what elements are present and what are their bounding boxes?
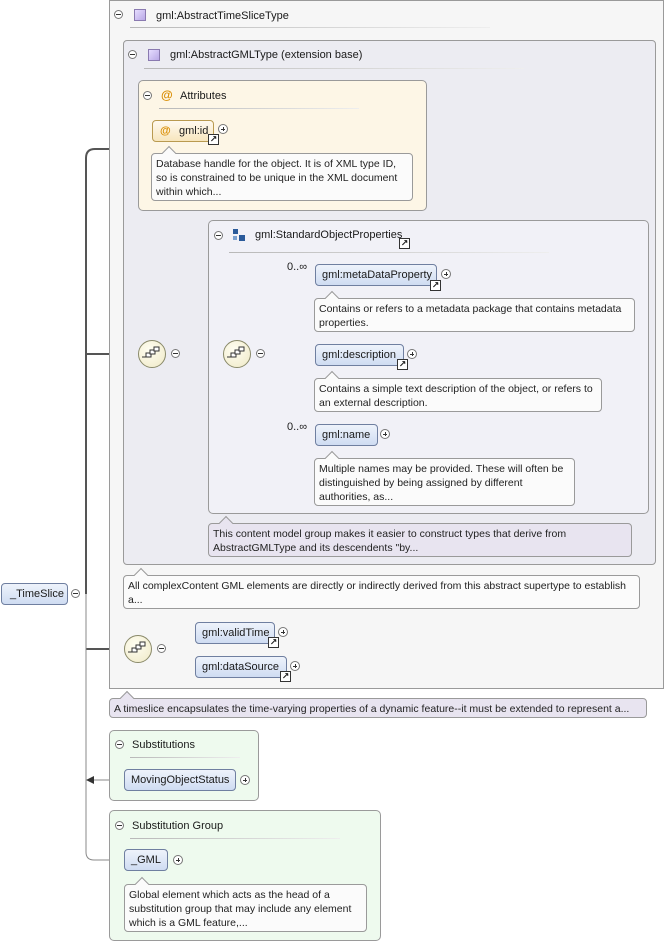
element-name: gml:description bbox=[322, 349, 396, 361]
collapse-toggle[interactable] bbox=[143, 91, 152, 100]
cardinality-label: 0..∞ bbox=[287, 421, 308, 433]
root-element-doc: A timeslice encapsulates the time-varyin… bbox=[109, 698, 647, 718]
expand-plus-icon[interactable] bbox=[407, 349, 417, 359]
link-arrow-icon[interactable]: ↗ bbox=[399, 238, 410, 249]
element-doc: Contains or refers to a metadata package… bbox=[314, 298, 635, 332]
complex-type-icon bbox=[134, 9, 146, 21]
substitution-head-doc: Global element which acts as the head of… bbox=[124, 884, 367, 932]
collapse-toggle[interactable] bbox=[171, 349, 180, 358]
header-divider bbox=[130, 27, 490, 28]
header-divider bbox=[229, 252, 549, 253]
link-arrow-icon[interactable]: ↗ bbox=[268, 637, 279, 648]
element-doc: Multiple names may be provided. These wi… bbox=[314, 458, 575, 506]
base-type-doc: All complexContent GML elements are dire… bbox=[123, 575, 640, 609]
header-divider bbox=[130, 757, 240, 758]
expand-plus-icon[interactable] bbox=[290, 661, 300, 671]
expand-plus-icon[interactable] bbox=[380, 429, 390, 439]
element-name: gml:dataSource bbox=[202, 661, 280, 673]
link-arrow-icon[interactable]: ↗ bbox=[208, 134, 219, 145]
type-name: gml:AbstractTimeSliceType bbox=[156, 10, 289, 22]
element-data-source[interactable]: gml:dataSource bbox=[195, 656, 287, 678]
element-valid-time[interactable]: gml:validTime bbox=[195, 622, 275, 644]
group-name: gml:StandardObjectProperties bbox=[255, 229, 403, 241]
collapse-toggle[interactable] bbox=[157, 644, 166, 653]
element-name: _TimeSlice bbox=[10, 588, 64, 600]
expand-plus-icon[interactable] bbox=[218, 124, 228, 134]
link-arrow-icon[interactable]: ↗ bbox=[280, 671, 291, 682]
header-divider bbox=[144, 68, 524, 69]
expand-plus-icon[interactable] bbox=[173, 855, 183, 865]
sequence-compositor-icon[interactable] bbox=[124, 635, 152, 663]
collapse-toggle[interactable] bbox=[256, 349, 265, 358]
group-icon bbox=[233, 229, 246, 242]
element-name: MovingObjectStatus bbox=[131, 774, 230, 786]
root-element-timeslice[interactable]: _TimeSlice bbox=[1, 583, 68, 605]
expand-plus-icon[interactable] bbox=[441, 269, 451, 279]
element-name: gml:validTime bbox=[202, 627, 270, 639]
attribute-name: gml:id bbox=[179, 125, 209, 137]
element-moving-object-status[interactable]: MovingObjectStatus bbox=[124, 769, 236, 791]
element-metadata-property[interactable]: gml:metaDataProperty bbox=[315, 264, 437, 286]
expand-plus-icon[interactable] bbox=[240, 775, 250, 785]
collapse-toggle[interactable] bbox=[115, 740, 124, 749]
collapse-toggle[interactable] bbox=[115, 821, 124, 830]
sequence-compositor-icon[interactable] bbox=[138, 340, 166, 368]
element-name-prop[interactable]: gml:name bbox=[315, 424, 378, 446]
element-name: gml:metaDataProperty bbox=[322, 269, 433, 281]
collapse-toggle[interactable] bbox=[128, 50, 137, 59]
element-doc: Contains a simple text description of th… bbox=[314, 378, 602, 412]
collapse-toggle[interactable] bbox=[214, 231, 223, 240]
attribute-icon: @ bbox=[160, 125, 171, 137]
collapse-toggle[interactable] bbox=[71, 589, 80, 598]
attribute-doc: Database handle for the object. It is of… bbox=[151, 153, 413, 201]
element-gml-head[interactable]: _GML bbox=[124, 849, 168, 871]
complex-type-icon bbox=[148, 49, 160, 61]
element-name: gml:name bbox=[322, 429, 371, 441]
attributes-title: Attributes bbox=[180, 90, 227, 102]
link-arrow-icon[interactable]: ↗ bbox=[397, 359, 408, 370]
collapse-toggle[interactable] bbox=[114, 10, 123, 19]
attribute-icon: @ bbox=[161, 88, 173, 102]
header-divider bbox=[159, 108, 359, 109]
element-description[interactable]: gml:description bbox=[315, 344, 404, 366]
element-name: _GML bbox=[131, 854, 161, 866]
link-arrow-icon[interactable]: ↗ bbox=[430, 280, 441, 291]
cardinality-label: 0..∞ bbox=[287, 261, 308, 273]
base-type-name: gml:AbstractGMLType (extension base) bbox=[170, 49, 363, 61]
substitution-group-title: Substitution Group bbox=[132, 820, 224, 832]
sequence-compositor-icon[interactable] bbox=[223, 340, 251, 368]
substitutions-title: Substitutions bbox=[132, 739, 195, 751]
group-doc: This content model group makes it easier… bbox=[208, 523, 632, 557]
expand-plus-icon[interactable] bbox=[278, 627, 288, 637]
header-divider bbox=[130, 838, 340, 839]
attribute-gml-id[interactable]: @ gml:id bbox=[152, 120, 214, 142]
